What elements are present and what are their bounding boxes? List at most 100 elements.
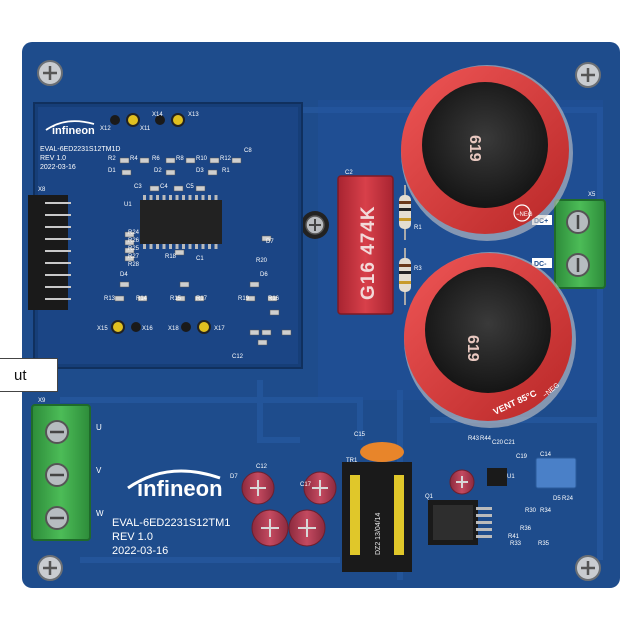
- designator-r17: R17: [196, 296, 208, 302]
- designator-c12: C12: [256, 464, 268, 470]
- designator-x14: X14: [152, 112, 163, 118]
- smd-part: [119, 157, 130, 164]
- designator-d6: D6: [260, 272, 268, 278]
- smd-components: [114, 157, 292, 346]
- smd-part: [119, 281, 130, 288]
- smd-part: [114, 295, 125, 302]
- designator-r36: R36: [520, 526, 532, 532]
- smd-part: [261, 235, 272, 242]
- ic-pin: [162, 195, 166, 200]
- designator-c4: C4: [160, 184, 168, 190]
- smd-part: [174, 249, 185, 256]
- designator-c19: C19: [516, 454, 528, 460]
- c2-label: C2: [345, 170, 353, 176]
- film-capacitor-c2: C2 G16 474K: [337, 170, 394, 315]
- smd-part: [165, 157, 176, 164]
- ic-pin: [188, 195, 192, 200]
- designator-tr1: TR1: [346, 458, 358, 464]
- daughter-board-date: 2022-03-16: [40, 164, 76, 171]
- header-x8-label: X8: [38, 187, 46, 193]
- daughter-logo-text: infineon: [52, 125, 95, 137]
- mounting-screw-br: [575, 555, 601, 581]
- smd-part: [249, 329, 260, 336]
- designator-r19: R19: [238, 296, 250, 302]
- designator-r18: R18: [165, 254, 177, 260]
- designator-c15: C15: [354, 432, 366, 438]
- ic-pin: [149, 195, 153, 200]
- x5-label: X5: [588, 192, 596, 198]
- header-pin: [45, 226, 71, 228]
- ic-pin: [182, 195, 185, 200]
- test-point-x14: [155, 115, 165, 125]
- ic-pin: [201, 195, 205, 200]
- smd-part: [257, 339, 268, 346]
- board-date: 2022-03-16: [112, 545, 168, 557]
- transformer-print: DZ2 13/04/14: [375, 512, 382, 555]
- bulk-capacitor-bottom: 619 VENT 85°C −NEG: [404, 252, 576, 428]
- designator-r41: R41: [508, 534, 520, 540]
- controller-ic: [487, 468, 507, 486]
- designator-r1: R1: [222, 168, 230, 174]
- designator-d7: D7: [230, 474, 238, 480]
- designator-r10: R10: [196, 156, 208, 162]
- mounting-screw-tl: [37, 60, 63, 86]
- board-logo-text: infineon: [137, 476, 223, 501]
- test-point-x13: [171, 113, 185, 127]
- designator-r6: R6: [152, 156, 160, 162]
- smd-part: [269, 309, 280, 316]
- smd-part: [195, 185, 206, 192]
- designator-r15: R15: [170, 296, 182, 302]
- daughter-board: infineon EVAL-6ED2231S12TM1D REV 1.0 202…: [28, 102, 303, 369]
- board-revision: REV 1.0: [112, 531, 153, 543]
- designator-x12: X12: [100, 126, 111, 132]
- small-capacitor-5: [449, 469, 475, 495]
- designator-c14: C14: [540, 452, 552, 458]
- designator-x18: X18: [168, 326, 179, 332]
- screw-terminal-dc-minus: [566, 253, 590, 277]
- designator-r14: R14: [136, 296, 148, 302]
- ic-pins: [143, 195, 218, 249]
- smd-part: [267, 295, 278, 302]
- smd-part: [124, 255, 135, 262]
- smd-part: [207, 169, 218, 176]
- top-cap-neg: −NEG: [516, 212, 533, 218]
- smd-part: [249, 281, 260, 288]
- small-capacitor-3: [251, 509, 289, 547]
- header-pin: [45, 298, 71, 300]
- designator-r24: R24: [562, 496, 574, 502]
- designator-c8: C8: [244, 148, 252, 154]
- header-pin: [45, 286, 71, 288]
- ic-pin: [195, 244, 198, 249]
- ic-pin: [208, 244, 211, 249]
- test-point-x11: [126, 113, 140, 127]
- designator-d3: D3: [196, 168, 204, 174]
- designator-r8: R8: [176, 156, 184, 162]
- smd-part: [121, 169, 132, 176]
- resistor-r1: R1: [399, 185, 422, 240]
- designator-d7: D7: [266, 239, 274, 245]
- film-cap-print: G16 474K: [358, 205, 379, 300]
- r1-label: R1: [414, 225, 422, 231]
- smd-part: [194, 295, 205, 302]
- designator-r26: R26: [128, 238, 140, 244]
- designator-r43: R43: [468, 436, 480, 442]
- designator-c5: C5: [186, 184, 194, 190]
- resistor-r3: R3: [399, 248, 422, 305]
- smd-part: [281, 329, 292, 336]
- ic-pin: [143, 244, 146, 249]
- smd-part: [124, 239, 135, 246]
- callout-label: ut: [0, 358, 58, 392]
- header-pin: [45, 238, 71, 240]
- ic-pin: [214, 244, 218, 249]
- dc-connector-x5: X5 DC+ DC-: [532, 192, 606, 289]
- test-point-x16: [131, 322, 141, 332]
- designator-c3: C3: [134, 184, 142, 190]
- test-point-x15: [111, 320, 125, 334]
- phase-label-u: U: [96, 423, 102, 432]
- designator-r24: R24: [128, 230, 140, 236]
- smd-part: [185, 157, 196, 164]
- designator-r2: R2: [108, 156, 116, 162]
- designator-r27: R27: [128, 254, 140, 260]
- screw-terminal-w: [45, 506, 69, 530]
